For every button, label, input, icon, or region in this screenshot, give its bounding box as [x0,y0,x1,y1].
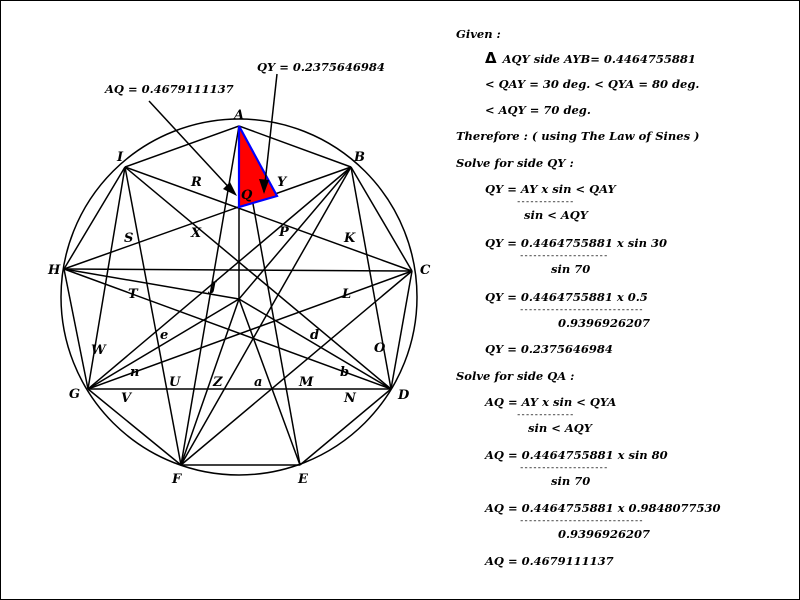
label-M: M [298,375,314,390]
label-X: X [190,226,202,241]
annotation-aq-text: AQ = 0.4679111137 [104,82,234,96]
circumcircle [60,118,418,476]
label-V: V [121,391,133,406]
edge-HD [63,268,392,390]
label-G: G [69,387,80,402]
edge-DE [299,388,392,466]
edge-CF [180,270,413,466]
label-D: D [397,388,410,403]
label-e: e [160,328,168,343]
label-P: P [278,225,290,240]
point-labels: A B C D E F G H I J K L M N P Q R S T U … [47,108,431,487]
edge-DI [124,166,392,390]
edge-GJ [87,298,240,390]
label-Q: Q [241,188,253,203]
edge-GH [63,268,89,390]
edge-DJ [238,298,392,390]
label-b: b [340,365,349,380]
edge-HI [63,166,126,270]
label-T: T [128,287,139,302]
edge-BD [350,166,392,390]
annotation-qy: QY = 0.2375646984 [257,60,385,194]
edge-AB [238,125,352,168]
edge-JH [63,268,240,300]
label-S: S [124,231,133,246]
edge-HB [63,166,352,270]
edge-EJ [238,298,301,466]
label-K: K [343,231,356,246]
annotation-aq: AQ = 0.4679111137 [104,82,237,196]
edge-AF [180,125,240,466]
label-L: L [341,287,351,302]
label-R: R [190,175,202,190]
label-J: J [207,280,217,295]
label-Y: Y [277,175,288,190]
edge-HC [63,268,413,272]
edge-JB [238,166,352,300]
label-B: B [353,150,365,165]
edge-IF [124,166,182,466]
label-I: I [116,150,124,165]
edge-IC [124,166,413,272]
label-E: E [297,472,309,487]
label-n: n [130,365,139,380]
label-C: C [420,263,431,278]
label-F: F [171,472,182,487]
label-H: H [47,263,61,278]
edge-BF [180,166,352,466]
edge-IA [124,125,240,168]
edge-GB [87,166,352,390]
annotation-qy-text: QY = 0.2375646984 [257,60,385,74]
edge-BC [350,166,413,272]
label-O: O [374,341,386,356]
label-W: W [91,343,107,358]
label-A: A [232,108,244,123]
label-N: N [343,391,357,406]
label-d: d [310,328,319,343]
edge-CD [390,270,413,390]
label-a: a [254,375,262,390]
label-U: U [169,375,181,390]
highlighted-triangle-aqy [237,125,279,209]
edge-FG [87,388,182,466]
label-Z: Z [212,375,223,390]
edge-GI [87,166,126,390]
edge-FJ [180,298,240,466]
